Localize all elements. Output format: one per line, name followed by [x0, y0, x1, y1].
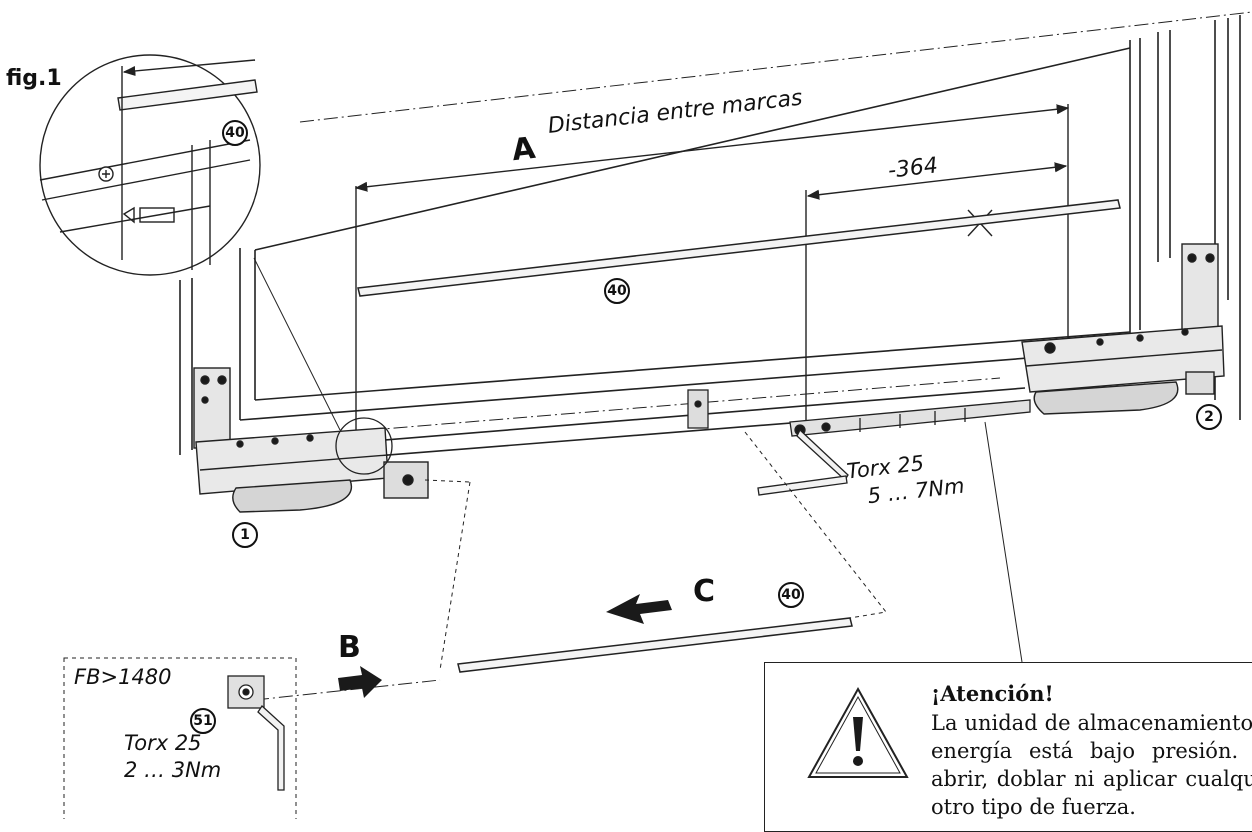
left-hinge-assembly: [193, 367, 429, 513]
clip-part-51: [227, 675, 285, 791]
hinge-left-number: 1: [232, 522, 258, 548]
inset-width-condition: FB>1480: [74, 665, 172, 689]
insertion-guides: [63, 431, 887, 819]
inset-torx-spec: Torx 25 2 … 3Nm: [124, 730, 221, 784]
dimension-a-line: [354, 104, 1070, 430]
fig1-detail: [39, 54, 261, 276]
hinge-right-number: 2: [1196, 404, 1222, 430]
detail-callout-circle: [335, 417, 393, 475]
telescopic-connector: [789, 399, 1031, 437]
arrow-c-icon: [606, 594, 672, 624]
part-number-badge: 40: [604, 278, 630, 304]
warning-body: La unidad de almacenamiento de energía e…: [931, 711, 1252, 819]
dimension-offset-line: [805, 162, 1068, 425]
warning-leader: [984, 421, 1023, 663]
warning-box: ¡Atención! La unidad de almacenamiento d…: [764, 662, 1252, 832]
center-keeper: [687, 389, 709, 429]
rod-upper: [357, 199, 1121, 297]
warning-title: ¡Atención!: [931, 681, 1054, 706]
part-number-badge: 51: [190, 708, 216, 734]
arrow-b-icon: [338, 666, 382, 698]
warning-triangle-icon: [807, 686, 909, 778]
figure-label: fig.1: [6, 66, 62, 91]
part-number-badge: 40: [778, 582, 804, 608]
inset-torx-line1: Torx 25: [124, 731, 202, 755]
inset-torx-line2: 2 … 3Nm: [124, 758, 222, 782]
hex-key-large: [757, 428, 849, 496]
part-number-badge: 40: [222, 120, 248, 146]
right-hinge-assembly: [1021, 243, 1225, 415]
window-frame: [179, 15, 1241, 471]
rod-lower: [457, 617, 853, 673]
step-b-label: B: [338, 630, 361, 665]
dimension-a-letter: A: [510, 130, 538, 169]
step-c-label: C: [693, 574, 716, 609]
callout-leader: [253, 257, 341, 431]
